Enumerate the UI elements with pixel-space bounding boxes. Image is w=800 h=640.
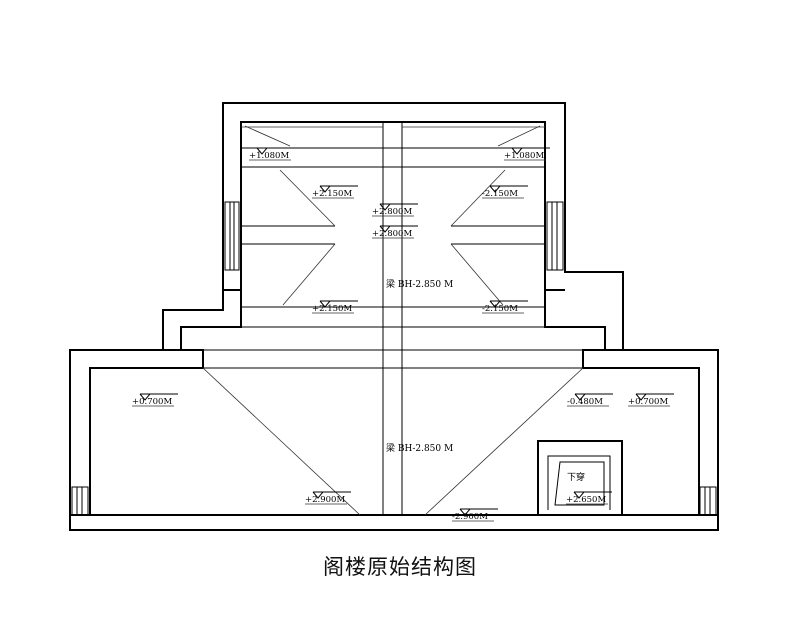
beam-label-upper: 梁 BH-2.850 M [386, 278, 453, 290]
level-marker: +2.650M [566, 491, 612, 505]
level-marker: +2.900M [305, 491, 351, 505]
beams [202, 122, 584, 516]
level-value: +2.800M [372, 207, 412, 217]
level-marker: -2.900M [452, 508, 498, 522]
level-marker: +1.080M [249, 147, 295, 161]
level-marker: +1.080M [504, 147, 550, 161]
level-value: +0.700M [132, 397, 172, 407]
level-value: -2.150M [482, 304, 518, 314]
level-markers: +1.080M +1.080M +2.150M -2.150M +2.800M +2.80… [132, 147, 674, 522]
level-value: +2.150M [312, 304, 352, 314]
level-value: +2.650M [566, 495, 606, 505]
level-value: +2.800M [372, 229, 412, 239]
level-value: +2.900M [305, 495, 345, 505]
level-value: -2.150M [482, 189, 518, 199]
door-opening [537, 440, 623, 515]
level-marker: +2.150M [312, 185, 358, 199]
level-marker: -2.150M [482, 185, 528, 199]
level-marker: +2.150M [312, 300, 358, 314]
level-marker: +2.800M [372, 225, 418, 239]
level-marker: +0.700M [132, 393, 178, 407]
door-label: 下穿 [567, 471, 585, 483]
level-value: +0.700M [628, 397, 668, 407]
diagram-title: 阁楼原始结构图 [323, 555, 477, 579]
level-value: -2.900M [452, 512, 488, 522]
beam-label-lower: 梁 BH-2.850 M [386, 442, 453, 454]
level-marker: -2.150M [482, 300, 528, 314]
level-value: +1.080M [249, 151, 289, 161]
level-value: +2.150M [312, 189, 352, 199]
level-value: +1.080M [504, 151, 544, 161]
level-value: -0.480M [567, 397, 603, 407]
level-marker: -0.480M [567, 393, 613, 407]
level-marker: +2.800M [372, 203, 418, 217]
outer-walls [69, 102, 719, 531]
level-marker: +0.700M [628, 393, 674, 407]
windows [71, 201, 717, 516]
